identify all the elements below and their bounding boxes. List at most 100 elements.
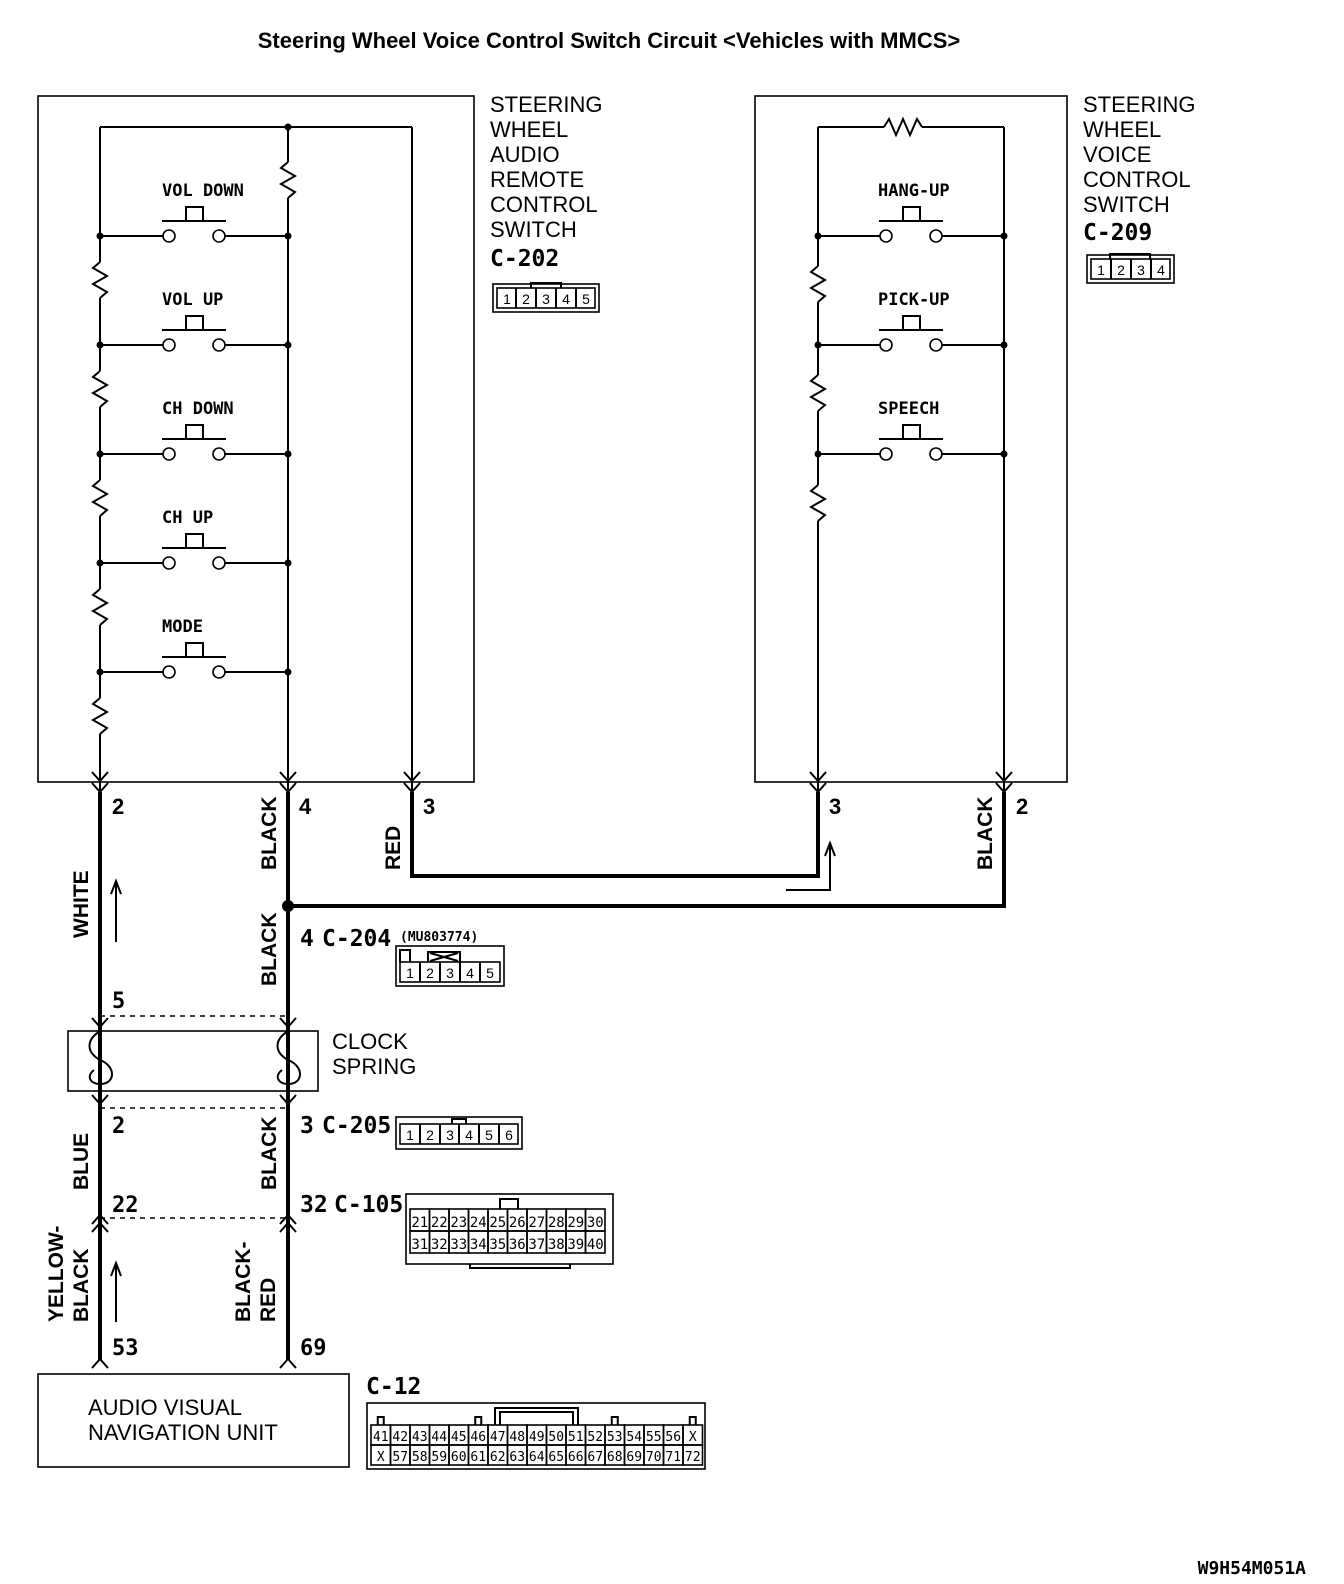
wire-color-label: BLACK (258, 913, 281, 987)
pin-number: 25 (489, 1215, 506, 1231)
pin-number: 32 (431, 1237, 448, 1253)
pin-number: 2 (426, 965, 434, 981)
current-flow-arrow (110, 1260, 122, 1322)
pin-number: 55 (646, 1430, 662, 1445)
audio-visual-navigation-unit: 53 69 AUDIO VISUAL NAVIGATION UNIT (37, 1336, 350, 1468)
vol-down-label: VOL DOWN (162, 181, 244, 201)
clock-spring: 5 CLOCK SPRING (67, 989, 416, 1109)
diagram-title: Steering Wheel Voice Control Switch Circ… (258, 28, 961, 53)
pin-number: 23 (450, 1215, 467, 1231)
nav-unit-housing (37, 1373, 350, 1468)
terminal-number: 2 (1016, 794, 1028, 819)
switch-ch-up: CH UP (96, 508, 292, 570)
c105-pin-number: 32 (300, 1192, 328, 1218)
resistor-zigzag (278, 161, 298, 199)
wire-black-voice (288, 792, 1006, 908)
c204-name: C-204 (322, 926, 391, 952)
resistor-zigzag (90, 479, 110, 517)
wire-red (410, 792, 820, 878)
spring-coil-icon (88, 1030, 113, 1086)
c205-pin-number: 3 (300, 1113, 314, 1139)
pin-number: 22 (431, 1215, 448, 1231)
switch-hang-up: HANG-UP (814, 181, 1008, 243)
label-line: STEERING (490, 92, 602, 117)
voice-switch-label: STEERING WHEEL VOICE CONTROL SWITCH (1083, 92, 1195, 217)
pin-number: 31 (411, 1237, 428, 1253)
pin-number: 26 (509, 1215, 526, 1231)
pin-number: 51 (568, 1430, 584, 1445)
label-line: AUDIO VISUAL (88, 1395, 242, 1420)
wire-color-label: BLACK- (232, 1242, 255, 1322)
pin-number: 1 (406, 965, 414, 981)
label-line: NAVIGATION UNIT (88, 1420, 278, 1445)
pin-number: 39 (567, 1237, 584, 1253)
label-line: STEERING (1083, 92, 1195, 117)
pin-number: 29 (567, 1215, 584, 1231)
pin-number: 5 (582, 291, 590, 307)
connector-c202-name: C-202 (490, 246, 559, 272)
pin-number: 5 (485, 1127, 493, 1143)
c205-name: C-205 (322, 1113, 391, 1139)
label-line: WHEEL (490, 117, 568, 142)
terminal-number: 2 (112, 1114, 125, 1139)
hang-up-label: HANG-UP (878, 181, 950, 201)
connector-c205: 2 3 C-205 1 2 3 4 5 6 (112, 1113, 523, 1150)
wire-color-label: YELLOW- (45, 1226, 68, 1322)
pin-number: 38 (548, 1237, 565, 1253)
pin-number: 2 (522, 291, 530, 307)
c12-name: C-12 (366, 1374, 421, 1400)
pin-number: 72 (685, 1450, 701, 1465)
pin-number: 37 (528, 1237, 545, 1253)
wire-color-label: BLACK (70, 1249, 93, 1323)
pin-number: 44 (431, 1430, 447, 1445)
connector-c209-face: 1 2 3 4 (1086, 253, 1175, 284)
pin-number: 59 (431, 1450, 447, 1465)
voice-switch-housing (754, 95, 1068, 783)
pin-number: 3 (542, 291, 550, 307)
wire-color-label: BLACK (258, 1117, 281, 1191)
pin-number: 27 (528, 1215, 545, 1231)
pin-number: 42 (392, 1430, 408, 1445)
label-line: CONTROL (1083, 167, 1191, 192)
pin-number: 46 (470, 1430, 486, 1445)
pin-number: 53 (607, 1430, 623, 1445)
pin-number: 3 (446, 1127, 454, 1143)
terminal-number: 3 (829, 794, 841, 819)
harness-wires (91, 771, 1013, 1360)
wire-color-label: BLACK (258, 797, 281, 871)
audio-remote-control-switch: VOL DOWN VOL UP CH DOWN CH UP (37, 92, 602, 790)
pin-number: X (377, 1450, 385, 1465)
voice-control-switch: HANG-UP PICK-UP SPEECH STEERING WHEEL VO… (754, 92, 1195, 790)
connector-c204: 4 C-204 (MU803774) 1 2 3 4 5 (300, 926, 505, 987)
pin-number: 58 (412, 1450, 428, 1465)
terminal-number: 2 (112, 794, 124, 819)
pin-number: 67 (587, 1450, 603, 1465)
pin-number: 4 (562, 291, 570, 307)
pin-number: 30 (587, 1215, 604, 1231)
pin-number: 3 (1137, 262, 1145, 278)
ch-up-label: CH UP (162, 508, 213, 528)
pin-number: 2 (426, 1127, 434, 1143)
pin-number: 69 (626, 1450, 642, 1465)
pin-number: 61 (470, 1450, 486, 1465)
connector-c205-face: 1 2 3 4 5 6 (395, 1116, 523, 1150)
pick-up-label: PICK-UP (878, 290, 950, 310)
pin-number: 4 (465, 1127, 473, 1143)
pin-number: 63 (509, 1450, 525, 1465)
pin-number: X (689, 1430, 697, 1445)
pin-cell (682, 1444, 704, 1466)
pin-number: 28 (548, 1215, 565, 1231)
pin-number: 21 (411, 1215, 428, 1231)
pin-number: 1 (406, 1127, 414, 1143)
pin-number: 66 (568, 1450, 584, 1465)
pin-number: 68 (607, 1450, 623, 1465)
speech-label: SPEECH (878, 399, 939, 419)
splice-point (282, 900, 294, 912)
pin-number: 64 (529, 1450, 545, 1465)
switch-vol-down: VOL DOWN (96, 181, 292, 243)
latch-tick (610, 1416, 619, 1425)
wire-color-label: WHITE (70, 870, 93, 938)
wire-color-label: BLUE (70, 1133, 93, 1190)
